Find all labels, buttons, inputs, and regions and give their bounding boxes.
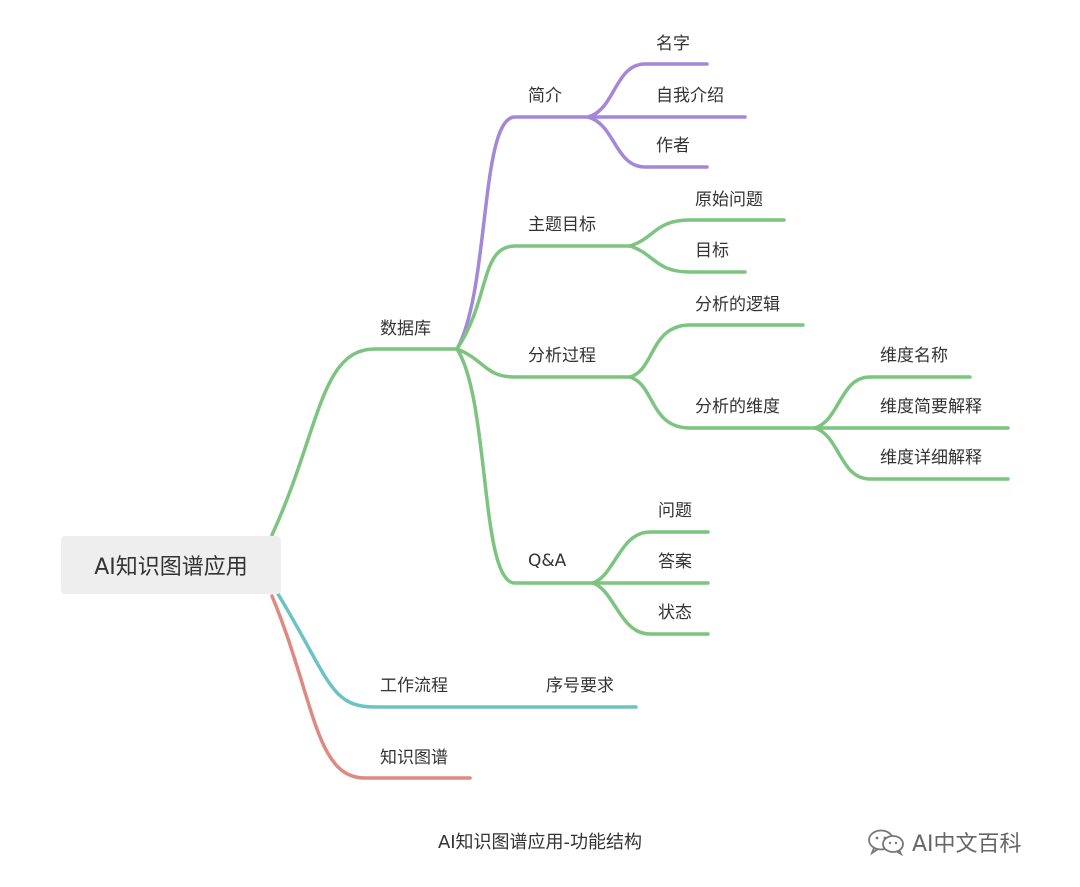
connector-intro-author [586, 115, 709, 169]
node-intro-self: 自我介绍 [656, 86, 724, 106]
node-database: 数据库 [380, 319, 431, 339]
connector-dimension-name [813, 375, 972, 430]
root-node: AI知识图谱应用 [61, 536, 281, 594]
node-topic-goal: 目标 [695, 241, 729, 261]
connector-database-intro [455, 115, 590, 351]
node-topic: 主题目标 [528, 215, 596, 235]
connector-dimension-detail [813, 426, 1010, 481]
node-knowledge-graph: 知识图谱 [380, 748, 448, 768]
wechat-icon [868, 829, 904, 856]
node-intro: 简介 [528, 86, 562, 106]
node-workflow-order: 序号要求 [546, 676, 614, 696]
connector-analysis-logic [628, 323, 805, 379]
node-analysis-logic: 分析的逻辑 [695, 295, 780, 315]
connector-analysis-dimension [628, 375, 817, 430]
connector-topic-original [628, 218, 786, 248]
node-qa: Q&A [528, 551, 567, 571]
node-dimension-brief: 维度简要解释 [880, 397, 982, 417]
node-qa-status: 状态 [658, 603, 692, 623]
node-dimension-name: 维度名称 [880, 346, 948, 366]
diagram-caption: AI知识图谱应用-功能结构 [437, 832, 643, 853]
watermark: AI中文百科 [866, 826, 1022, 858]
connector-database-analysis [455, 347, 632, 379]
node-workflow: 工作流程 [380, 676, 448, 696]
connector-database-topic [455, 244, 632, 351]
connector-root-workflow [276, 592, 638, 709]
watermark-text: AI中文百科 [912, 832, 1022, 857]
node-qa-answer: 答案 [658, 552, 692, 572]
connector-topic-goal [628, 244, 747, 274]
node-analysis: 分析过程 [528, 346, 596, 366]
node-topic-original: 原始问题 [695, 190, 763, 210]
node-intro-author: 作者 [656, 136, 690, 156]
connector-intro-name [586, 62, 709, 119]
connector-root-kg [270, 594, 472, 780]
connector-qa-status [591, 581, 710, 636]
connector-qa-question [591, 530, 710, 585]
node-intro-name: 名字 [656, 34, 690, 54]
node-qa-question: 问题 [658, 501, 692, 521]
node-analysis-dimension: 分析的维度 [695, 397, 780, 417]
connector-database-qa [455, 347, 595, 585]
node-dimension-detail: 维度详细解释 [880, 448, 982, 468]
connector-root-database [270, 347, 459, 537]
